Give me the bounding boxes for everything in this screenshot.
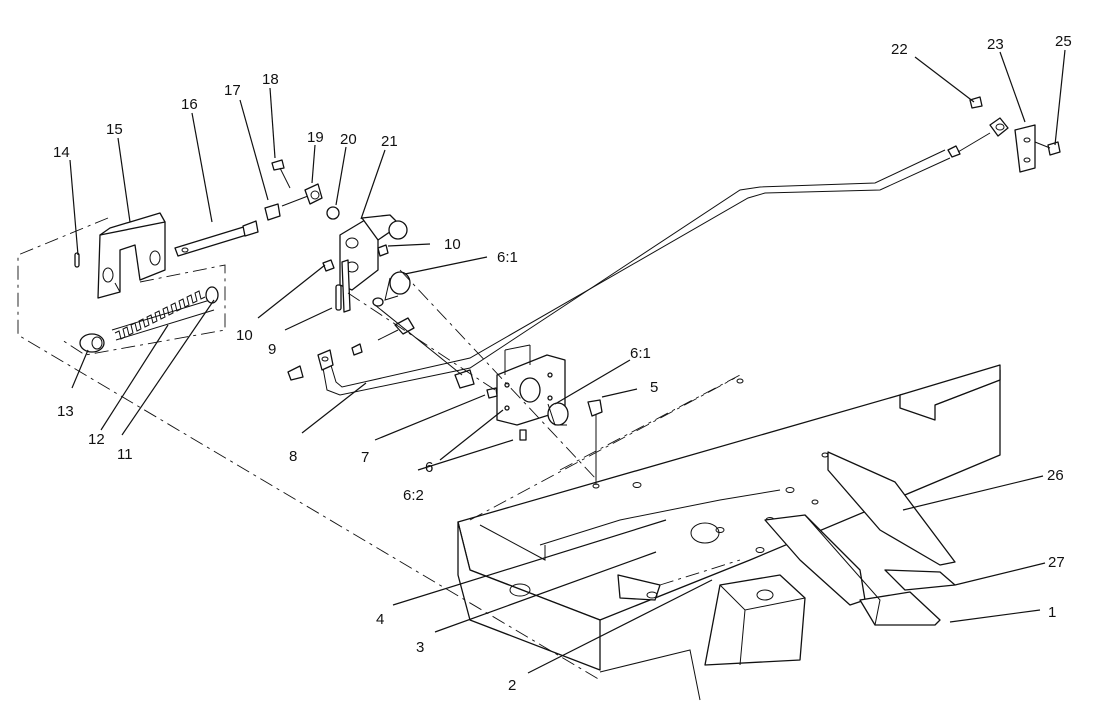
callout-21: 21 xyxy=(381,133,398,150)
pivot-lever xyxy=(322,214,475,389)
clevis-assembly xyxy=(947,96,1061,173)
callout-19: 19 xyxy=(307,129,324,146)
callout-12: 12 xyxy=(88,431,105,448)
pedal-bracket xyxy=(617,574,806,666)
chassis-frame xyxy=(457,364,1001,701)
callout-11: 11 xyxy=(117,446,133,463)
spring xyxy=(79,286,219,353)
control-rod xyxy=(287,149,951,396)
callout-1: 1 xyxy=(1048,604,1056,621)
alignment-lines xyxy=(17,217,741,681)
leader-lines xyxy=(69,49,1066,674)
callout-3: 3 xyxy=(416,639,424,656)
callout-6-1-upper: 6:1 xyxy=(497,249,518,266)
callout-18: 18 xyxy=(262,71,279,88)
callout-15: 15 xyxy=(106,121,123,138)
callout-10-lower: 10 xyxy=(236,327,253,344)
callout-17: 17 xyxy=(224,82,241,99)
spring-bracket xyxy=(74,212,166,299)
callout-22: 22 xyxy=(891,41,908,58)
callout-27: 27 xyxy=(1048,554,1065,571)
callout-6: 6 xyxy=(425,459,433,476)
callout-26: 26 xyxy=(1047,467,1064,484)
callout-labels: 1 2 3 4 5 6 6:1 6:1 6:2 7 8 9 10 10 11 1… xyxy=(53,33,1072,694)
callout-2: 2 xyxy=(508,677,516,694)
callout-6-2: 6:2 xyxy=(403,487,424,504)
mounting-plate xyxy=(486,344,603,485)
callout-23: 23 xyxy=(987,36,1004,53)
callout-10-upper: 10 xyxy=(444,236,461,253)
callout-4: 4 xyxy=(376,611,384,628)
callout-14: 14 xyxy=(53,144,70,161)
callout-13: 13 xyxy=(57,403,74,420)
callout-20: 20 xyxy=(340,131,357,148)
callout-7: 7 xyxy=(361,449,369,466)
callout-6-1-lower: 6:1 xyxy=(630,345,651,362)
callout-8: 8 xyxy=(289,448,297,465)
callout-9: 9 xyxy=(268,341,276,358)
callout-5: 5 xyxy=(650,379,658,396)
foot-pedal xyxy=(764,451,956,626)
callout-25: 25 xyxy=(1055,33,1072,50)
linkage-rod xyxy=(174,159,340,257)
callout-16: 16 xyxy=(181,96,198,113)
